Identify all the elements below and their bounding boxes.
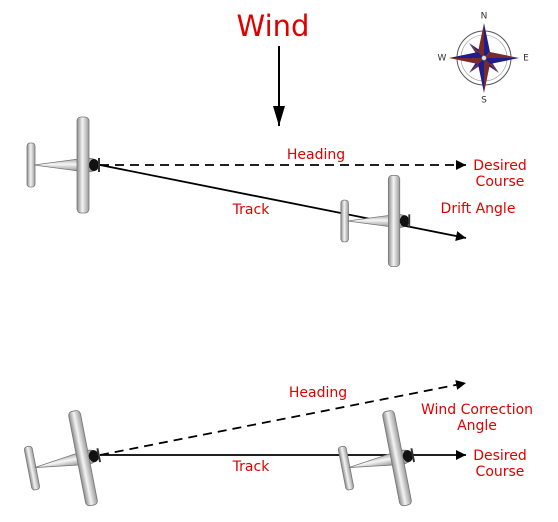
bottom-desired-course-label-line2: Course bbox=[476, 464, 525, 480]
drift-angle-label: Drift Angle bbox=[441, 201, 516, 217]
airplane-icon bbox=[26, 116, 101, 214]
compass-south-label: S bbox=[481, 96, 487, 106]
wind-correction-angle-label-line2: Angle bbox=[457, 418, 497, 434]
compass-east-label: E bbox=[523, 54, 529, 64]
bottom-track-label: Track bbox=[232, 459, 271, 475]
compass-north-label: N bbox=[481, 12, 488, 22]
airplane-icon bbox=[332, 407, 424, 517]
compass-west-label: W bbox=[438, 54, 447, 64]
top-track-label: Track bbox=[232, 202, 271, 218]
top-heading-label: Heading bbox=[287, 147, 345, 163]
top-desired-course-label-line2: Course bbox=[476, 174, 525, 190]
wind-correction-angle-label-line1: Wind Correction bbox=[421, 402, 533, 418]
airplane-icon bbox=[340, 174, 411, 268]
top-track-line bbox=[99, 164, 467, 241]
wind-title: Wind bbox=[237, 9, 310, 43]
bottom-heading-line bbox=[99, 380, 467, 456]
bottom-heading-label: Heading bbox=[289, 385, 347, 401]
compass-rose-icon: N S E W bbox=[438, 12, 530, 106]
bottom-desired-course-label-line1: Desired bbox=[473, 448, 527, 464]
airplane-icon bbox=[18, 407, 110, 517]
top-desired-course-label-line1: Desired bbox=[473, 158, 527, 174]
